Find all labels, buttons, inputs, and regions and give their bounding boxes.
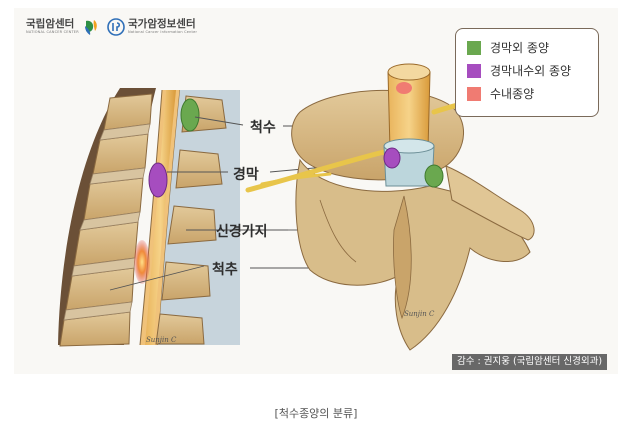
info-center-emblem-icon [107, 18, 125, 36]
cancer-center-name: 국립암센터 [26, 18, 75, 30]
legend-label: 수내종양 [490, 87, 535, 101]
legend-item-intramedullary: 수내종양 [467, 82, 598, 105]
national-cancer-center-logo: 국립암센터 NATIONAL CANCER CENTER [26, 18, 103, 36]
vertebra-3d: Sunjin C [245, 63, 543, 351]
legend-swatch [467, 63, 481, 78]
legend-swatch [467, 86, 481, 101]
figure-caption: [척수종양의 분류] [274, 407, 358, 420]
signature-right: Sunjin C [404, 310, 435, 318]
info-center-name: 국가암정보센터 [128, 18, 196, 30]
label-vertebra: 척추 [212, 262, 238, 278]
tumor-type-legend: 경막외 종양 경막내수외 종양 수내종양 [455, 28, 599, 117]
label-dura: 경막 [233, 167, 259, 183]
legend-item-intradural-extramedullary: 경막내수외 종양 [467, 59, 598, 82]
legend-label: 경막내수외 종양 [490, 64, 572, 78]
credit-badge: 감수 : 권지웅 (국립암센터 신경외과) [452, 354, 608, 370]
signature-left: Sunjin C [146, 336, 177, 344]
label-nerve-root: 신경가지 [216, 224, 268, 240]
sagittal-section: Sunjin C [58, 88, 240, 347]
label-spinal-cord: 척수 [250, 120, 276, 136]
legend-swatch [467, 40, 481, 55]
info-center-sub: National Cancer Information Center [128, 30, 198, 34]
cancer-center-emblem-icon [84, 20, 97, 35]
cancer-info-center-logo: 국가암정보센터 National Cancer Information Cent… [104, 18, 197, 36]
legend-item-extradural: 경막외 종양 [467, 36, 598, 59]
cancer-center-sub: NATIONAL CANCER CENTER [26, 30, 79, 34]
legend-label: 경막외 종양 [490, 41, 550, 55]
